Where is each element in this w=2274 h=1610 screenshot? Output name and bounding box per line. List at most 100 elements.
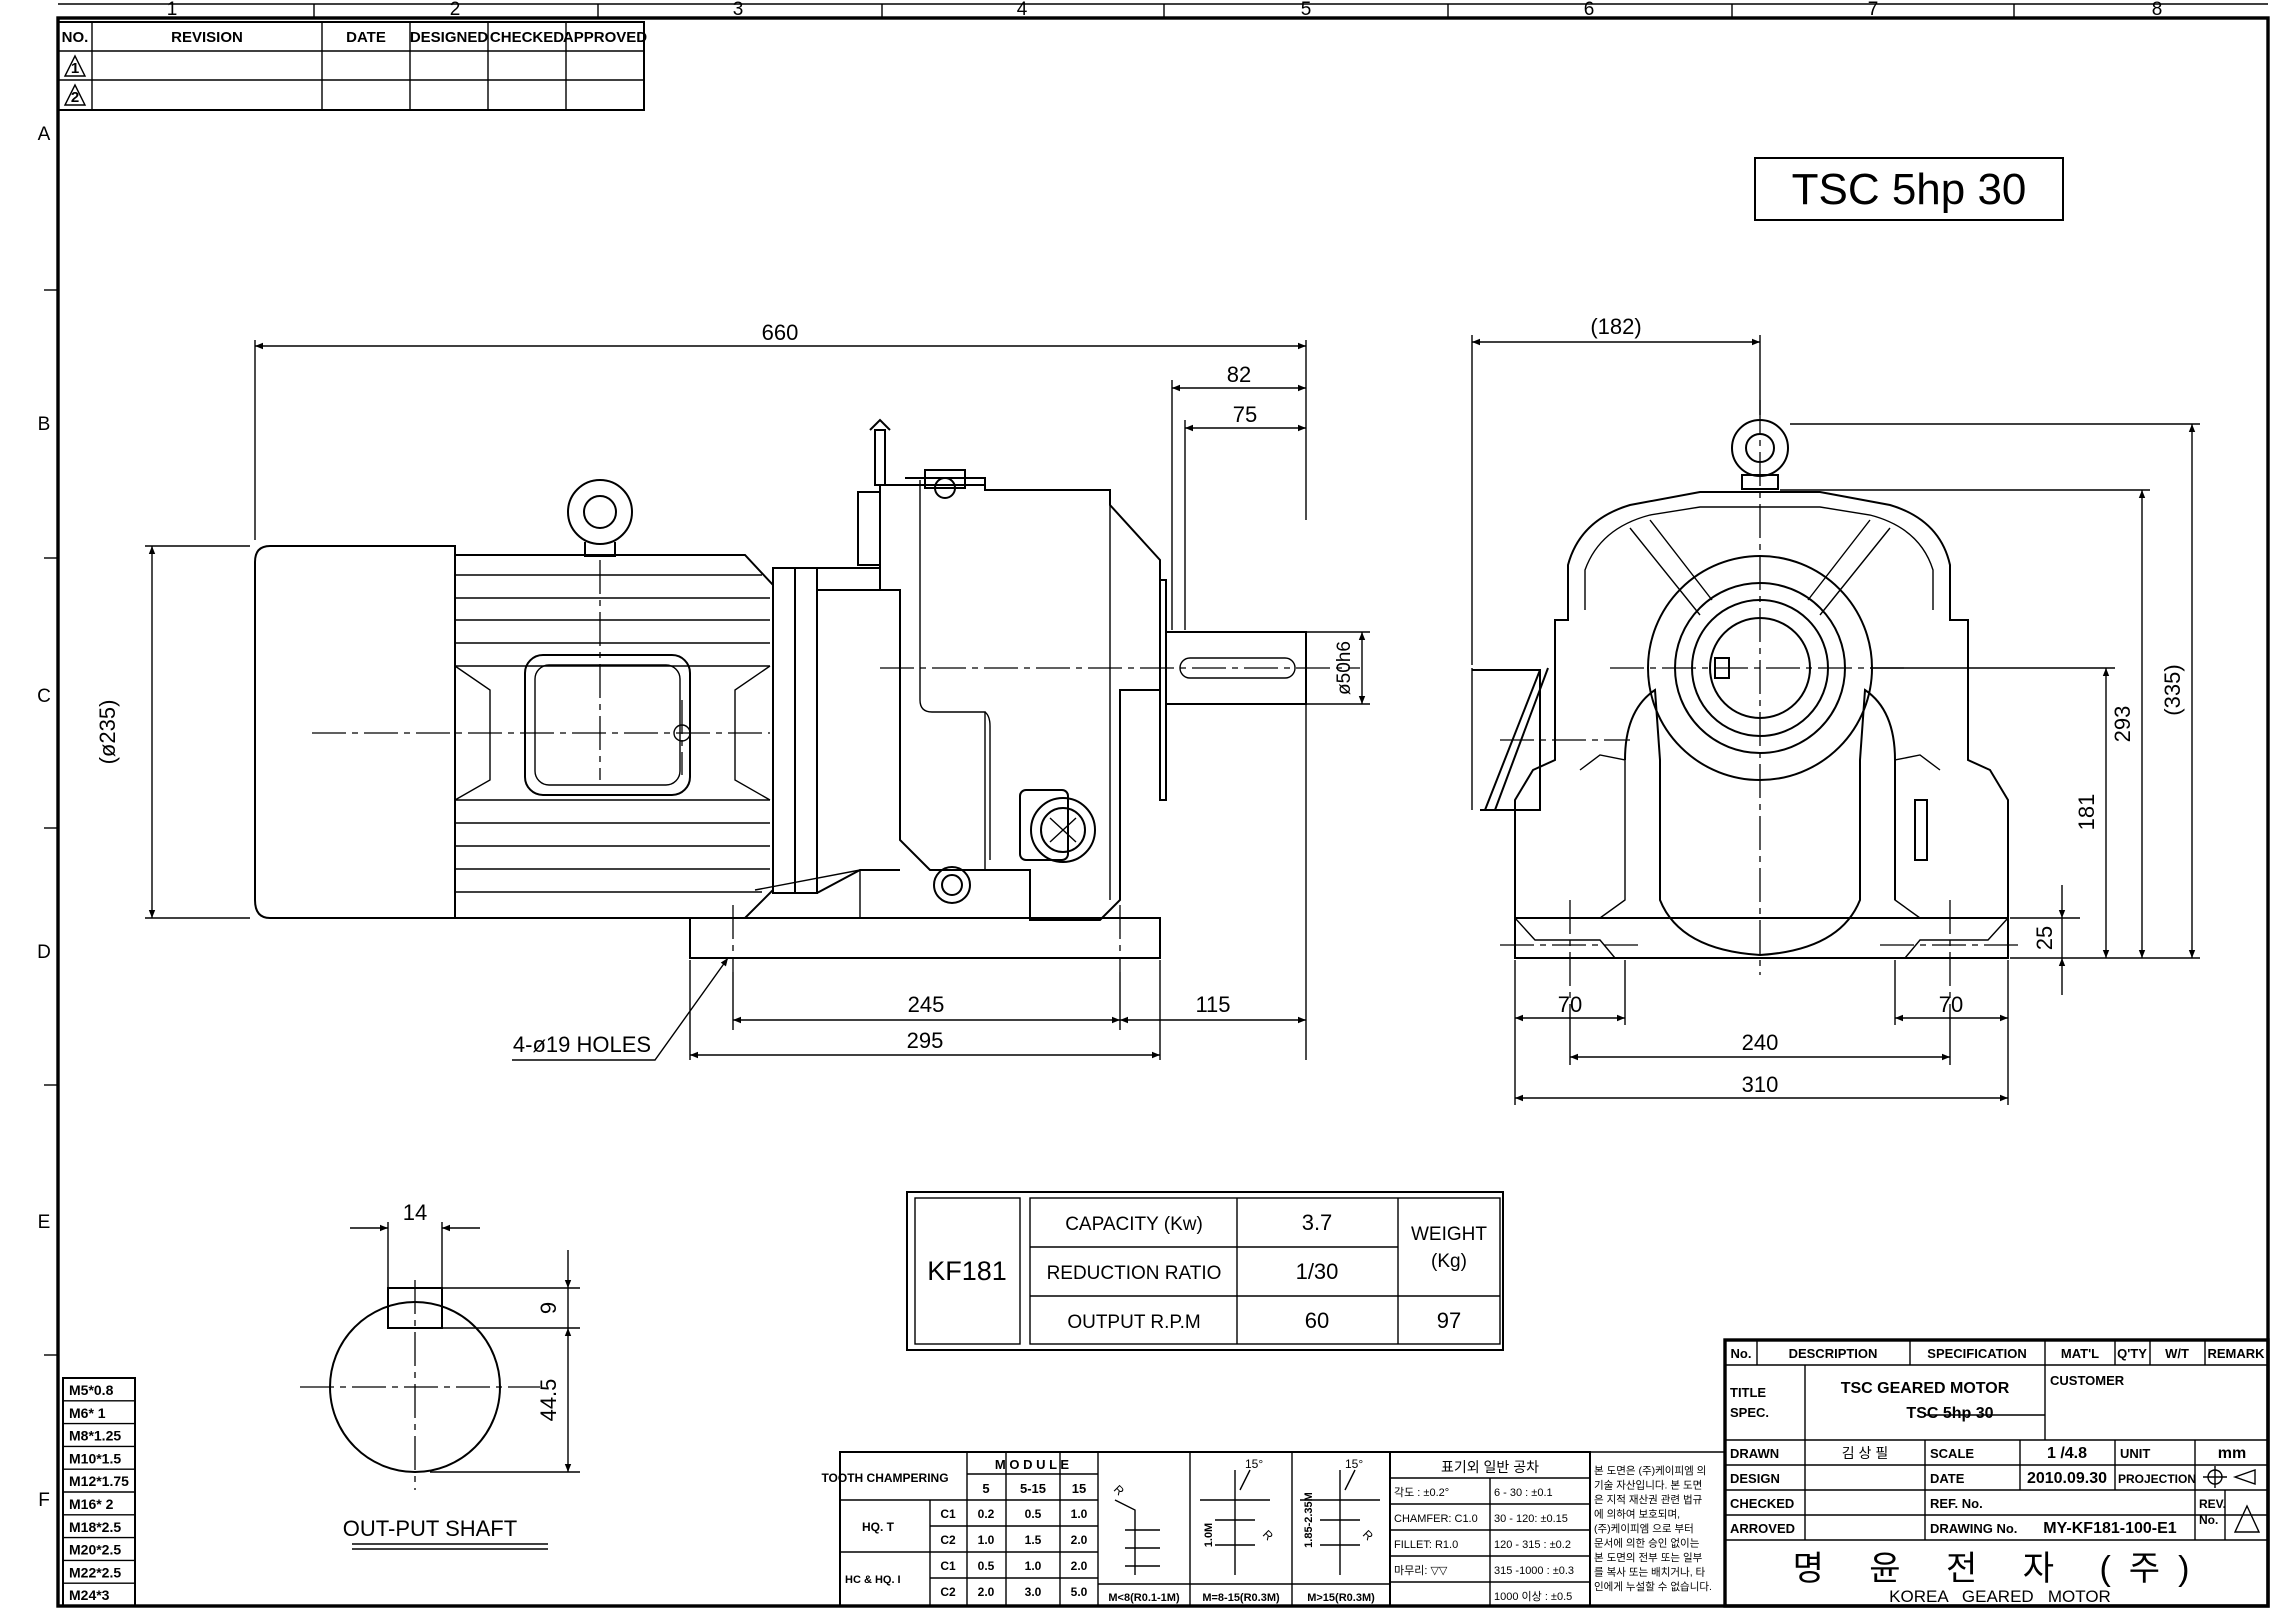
rev-header-revision: REVISION (171, 29, 243, 46)
tb-scale-label: SCALE (1930, 1446, 1974, 1461)
spec-ratio-value: 1/30 (1296, 1259, 1339, 1284)
bolt-spec: M6* 1 (69, 1405, 106, 1421)
front-view (254, 418, 1360, 972)
svg-text:2.0: 2.0 (978, 1585, 995, 1599)
col-label: 1 (167, 0, 178, 20)
dim-dia235: (ø235) (95, 700, 120, 765)
dim-335: (335) (2160, 664, 2185, 715)
rev-header-checked: CHECKED (490, 29, 564, 46)
tolerance-right: 1000 이상 : ±0.5 (1494, 1590, 1572, 1603)
tooth-hqt: HQ. T (862, 1520, 895, 1534)
dim-293: 293 (2110, 706, 2135, 743)
col-label: 4 (1017, 0, 1028, 20)
spec-rpm-label: OUTPUT R.P.M (1067, 1312, 1200, 1333)
tb-header-qty: Q'TY (2117, 1346, 2147, 1361)
svg-text:0.2: 0.2 (978, 1507, 995, 1521)
projection-symbol-icon (2203, 1466, 2256, 1488)
tooth-caption: M<8(R0.1-1M) (1108, 1592, 1180, 1604)
tb-company-korean: 명 윤 전 자 (주) (1793, 1550, 2208, 1588)
spec-weight-label: WEIGHT (1411, 1224, 1487, 1245)
tooth-module: M O D U L E (995, 1457, 1069, 1472)
dim-70-left: 70 (1558, 992, 1582, 1017)
tb-header-specification: SPECIFICATION (1927, 1346, 2026, 1361)
tooth-caption: M=8-15(R0.3M) (1202, 1592, 1280, 1604)
tooth-col: 5 (982, 1481, 989, 1496)
svg-text:0.5: 0.5 (978, 1559, 995, 1573)
tb-spec-value: TSC 5hp 30 (1906, 1405, 1993, 1422)
dim-115: 115 (1195, 992, 1230, 1017)
dim-240: 240 (1742, 1030, 1779, 1055)
side-view (1471, 400, 2020, 1010)
notice-line: 를 복사 또는 배치거나, 타 (1594, 1567, 1706, 1579)
bolt-spec: M22*2.5 (69, 1564, 121, 1580)
row-label: E (38, 1212, 51, 1233)
tooth-col: 5-15 (1020, 1481, 1046, 1496)
tolerance-right: 120 - 315 : ±0.2 (1494, 1539, 1571, 1551)
spec-table: KF181 CAPACITY (Kw) 3.7 REDUCTION RATIO … (906, 1191, 1504, 1351)
tooth-c2: C2 (940, 1533, 956, 1547)
bolt-spec: M12*1.75 (69, 1473, 129, 1489)
shaft-label: OUT-PUT SHAFT (343, 1516, 517, 1541)
svg-text:R: R (1260, 1527, 1276, 1543)
title-block: No. DESCRIPTION SPECIFICATION MAT'L Q'TY… (1723, 1338, 2270, 1608)
bolt-spec: M18*2.5 (69, 1519, 121, 1535)
tb-unit-value: mm (2218, 1445, 2246, 1462)
rev-header-approved: APPROVED (563, 29, 647, 46)
svg-text:3.0: 3.0 (1025, 1585, 1042, 1599)
notice-line: 기술 자산입니다. 본 도면 (1594, 1479, 1702, 1492)
dim-245: 245 (908, 992, 945, 1017)
tolerance-left: 마무리: ▽▽ (1394, 1564, 1448, 1577)
tb-drawn-value: 김 상 필 (1842, 1445, 1888, 1461)
svg-text:1.5: 1.5 (1025, 1533, 1042, 1547)
dim-82: 82 (1227, 362, 1251, 387)
row-label: B (38, 414, 51, 435)
tb-spec-label: SPEC. (1730, 1405, 1769, 1420)
notice-line: 문서에 의한 승인 없이는 (1594, 1537, 1700, 1550)
spec-weight-value: 97 (1437, 1308, 1461, 1333)
revision-table: NO. REVISION DATE DESIGNED CHECKED APPRO… (57, 21, 647, 111)
holes-callout: 4-ø19 HOLES (513, 1032, 651, 1057)
model-label: TSC 5hp 30 (1792, 165, 2027, 214)
tb-design-label: DESIGN (1730, 1471, 1780, 1486)
svg-text:15°: 15° (1245, 1457, 1263, 1471)
rev-header-no: NO. (62, 29, 89, 46)
dim-9: 9 (536, 1302, 561, 1314)
front-dimensions: 660 82 75 (ø235) ø50h6 245 115 295 4-ø19… (95, 320, 1370, 1061)
tb-company-english: KOREA GEARED MOTOR (1889, 1587, 2111, 1606)
row-label: F (38, 1490, 50, 1511)
tolerance-table: 표기외 일반 공차 각도 : ±0.2°6 - 30 : ±0.1CHAMFER… (1389, 1451, 1725, 1607)
tooth-champering-table: TOOTH CHAMPERING M O D U L E 5 5-15 15 H… (821, 1451, 1391, 1607)
col-label: 6 (1584, 0, 1595, 20)
row-label: A (38, 124, 51, 145)
tooth-col: 15 (1072, 1481, 1086, 1496)
rev-header-date: DATE (346, 29, 386, 46)
rev-row-number: 1 (71, 60, 79, 77)
dim-shaft-diameter: ø50h6 (1334, 641, 1355, 695)
notice-line: 은 지적 재산권 관련 법규 (1594, 1494, 1703, 1506)
tolerance-left: CHAMFER: C1.0 (1394, 1513, 1478, 1525)
svg-text:1.0: 1.0 (1071, 1507, 1088, 1521)
notice-line: 인에게 누설할 수 없습니다. (1594, 1580, 1712, 1593)
tb-header-no: No. (1731, 1346, 1752, 1361)
col-label: 5 (1301, 0, 1312, 20)
spec-rpm-value: 60 (1305, 1308, 1329, 1333)
tb-drawingno-value: MY-KF181-100-E1 (2043, 1520, 2176, 1537)
bolt-spec: M24*3 (69, 1587, 110, 1603)
model-label-box: TSC 5hp 30 (1754, 157, 2064, 221)
svg-text:2.0: 2.0 (1071, 1533, 1088, 1547)
shaft-section-view: 14 9 44.5 OUT-PUT SHAFT (300, 1200, 580, 1550)
tolerance-title: 표기외 일반 공차 (1441, 1459, 1539, 1475)
tolerance-right: 315 -1000 : ±0.3 (1494, 1565, 1574, 1577)
spec-model: KF181 (927, 1256, 1007, 1286)
side-dimensions: (182) (335) 293 181 25 70 70 240 310 (1471, 314, 2200, 1105)
motor-body (454, 554, 774, 919)
tb-projection-label: PROJECTION (2118, 1472, 2196, 1486)
dim-75: 75 (1233, 402, 1257, 427)
spec-capacity-label: CAPACITY (Kw) (1065, 1214, 1203, 1235)
tooth-caption: M>15(R0.3M) (1307, 1592, 1375, 1604)
col-label: 8 (2152, 0, 2163, 20)
tb-date-label: DATE (1930, 1471, 1965, 1486)
spec-weight-unit: (Kg) (1431, 1251, 1467, 1272)
